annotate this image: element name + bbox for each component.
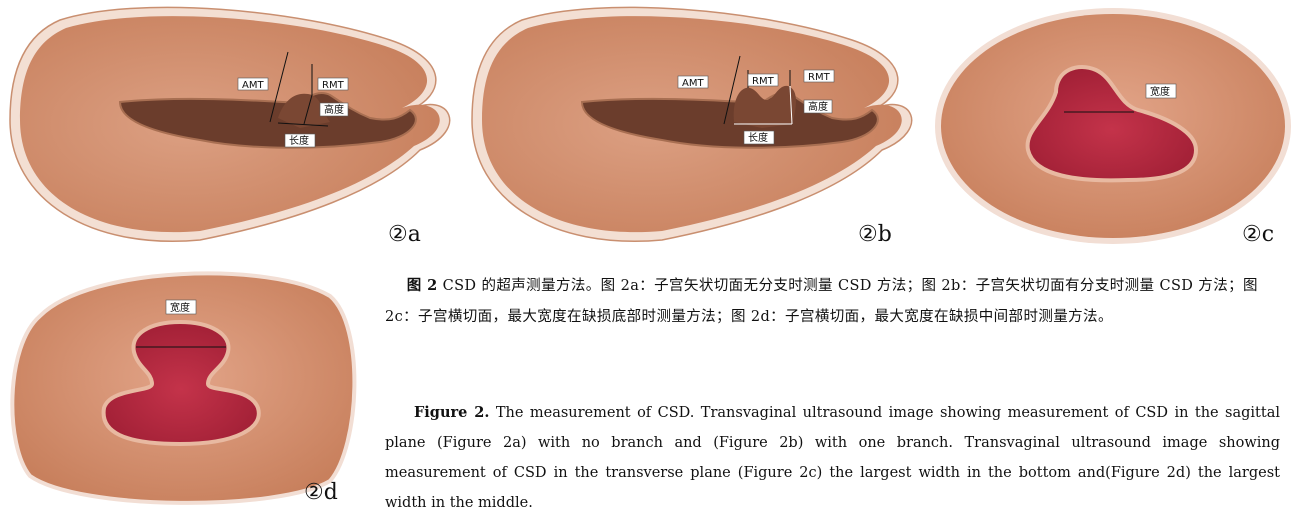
rmt-tag-text: RMT xyxy=(322,80,345,91)
caption-english-label: Figure 2. xyxy=(414,404,489,421)
panel-label-c: ②c xyxy=(1242,222,1274,247)
width-tag-text: 宽度 xyxy=(170,301,190,314)
length-tag-text: 长度 xyxy=(289,134,309,147)
width-tag-text: 宽度 xyxy=(1150,85,1170,98)
transverse-uterus-illustration-c: 宽度 xyxy=(928,0,1295,252)
caption-english: Figure 2. The measurement of CSD. Transv… xyxy=(385,398,1280,518)
height-tag-text: 高度 xyxy=(808,100,828,113)
rmt-tag-1-text: RMT xyxy=(752,76,775,87)
sagittal-uterus-illustration-b: AMT RMT RMT 高度 长度 xyxy=(462,0,922,252)
caption-chinese-label: 图 2 xyxy=(407,277,438,294)
amt-tag-text: AMT xyxy=(242,80,264,91)
rmt-tag-2-text: RMT xyxy=(808,72,831,83)
amt-tag-text: AMT xyxy=(682,78,704,89)
panel-label-d: ②d xyxy=(304,480,338,505)
height-tag-text: 高度 xyxy=(324,103,344,116)
transverse-uterus-illustration-d: 宽度 xyxy=(0,256,362,512)
caption-chinese: 图 2 CSD 的超声测量方法。图 2a：子宫矢状切面无分支时测量 CSD 方法… xyxy=(385,270,1280,333)
sagittal-uterus-illustration-a: AMT RMT 高度 长度 xyxy=(0,0,460,252)
figure-panel-d: 宽度 ②d xyxy=(0,256,362,512)
panel-label-b: ②b xyxy=(858,222,892,247)
caption-chinese-text: CSD 的超声测量方法。图 2a：子宫矢状切面无分支时测量 CSD 方法；图 2… xyxy=(385,278,1258,325)
caption-english-text: The measurement of CSD. Transvaginal ult… xyxy=(385,405,1280,511)
panel-label-a: ②a xyxy=(388,222,421,247)
length-tag-text: 长度 xyxy=(748,131,768,144)
figure-panel-a: AMT RMT 高度 长度 ②a xyxy=(0,0,460,252)
figure-panel-b: AMT RMT RMT 高度 长度 ②b xyxy=(462,0,922,252)
figure-panel-c: 宽度 ②c xyxy=(928,0,1295,252)
